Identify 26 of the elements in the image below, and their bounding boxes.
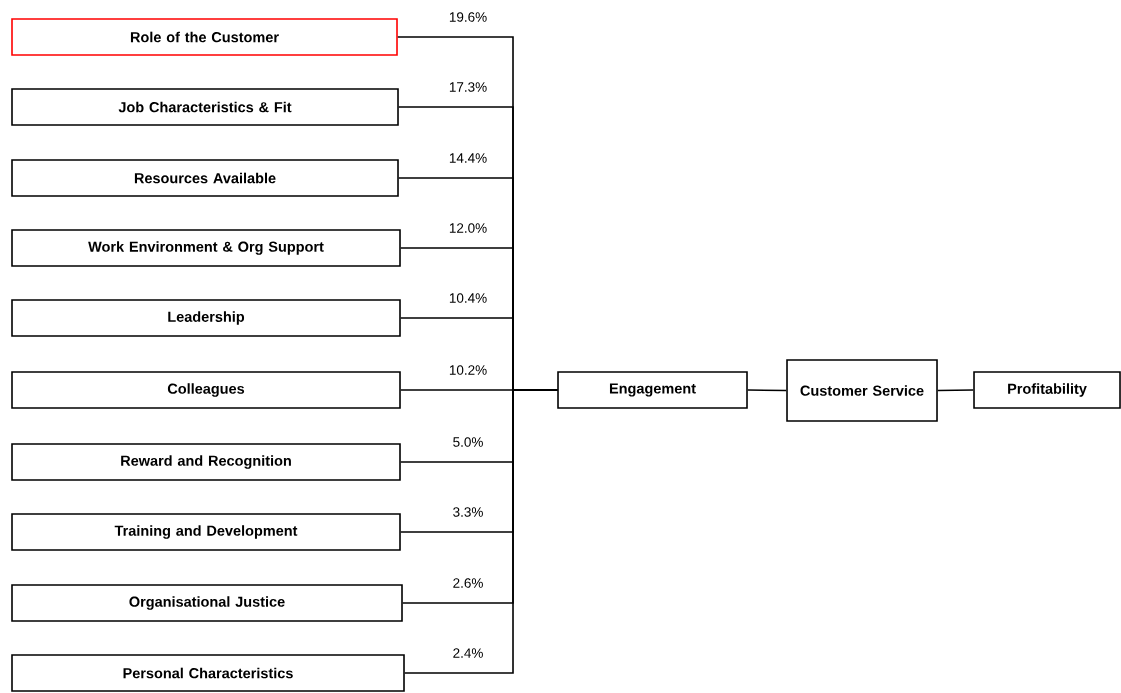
- edge-label: 10.4%: [447, 292, 489, 304]
- connector-line: [937, 389, 974, 392]
- edge-label: 2.4%: [451, 647, 485, 659]
- process-box: Leadership: [11, 299, 401, 337]
- edge-label: 17.3%: [447, 81, 489, 93]
- process-box: Colleagues: [11, 371, 401, 409]
- process-box: Role of the Customer: [11, 18, 398, 56]
- process-box: Work Environment & Org Support: [11, 229, 401, 267]
- edge-label: 2.6%: [451, 577, 485, 589]
- process-box: Resources Available: [11, 159, 399, 197]
- process-box: Job Characteristics & Fit: [11, 88, 399, 126]
- connector-line: [747, 389, 787, 392]
- edge-label: 3.3%: [451, 506, 485, 518]
- edge-label: 10.2%: [447, 364, 489, 376]
- process-box: Customer Service: [786, 359, 938, 422]
- edge-label: 5.0%: [451, 436, 485, 448]
- process-box: Profitability: [973, 371, 1121, 409]
- process-box: Organisational Justice: [11, 584, 403, 622]
- process-box: Engagement: [557, 371, 748, 409]
- connector-line: [404, 389, 558, 674]
- process-box: Reward and Recognition: [11, 443, 401, 481]
- process-box: Training and Development: [11, 513, 401, 551]
- edge-label: 14.4%: [447, 152, 489, 164]
- process-box: Personal Characteristics: [11, 654, 405, 692]
- edge-label: 12.0%: [447, 222, 489, 234]
- edge-label: 19.6%: [447, 11, 489, 23]
